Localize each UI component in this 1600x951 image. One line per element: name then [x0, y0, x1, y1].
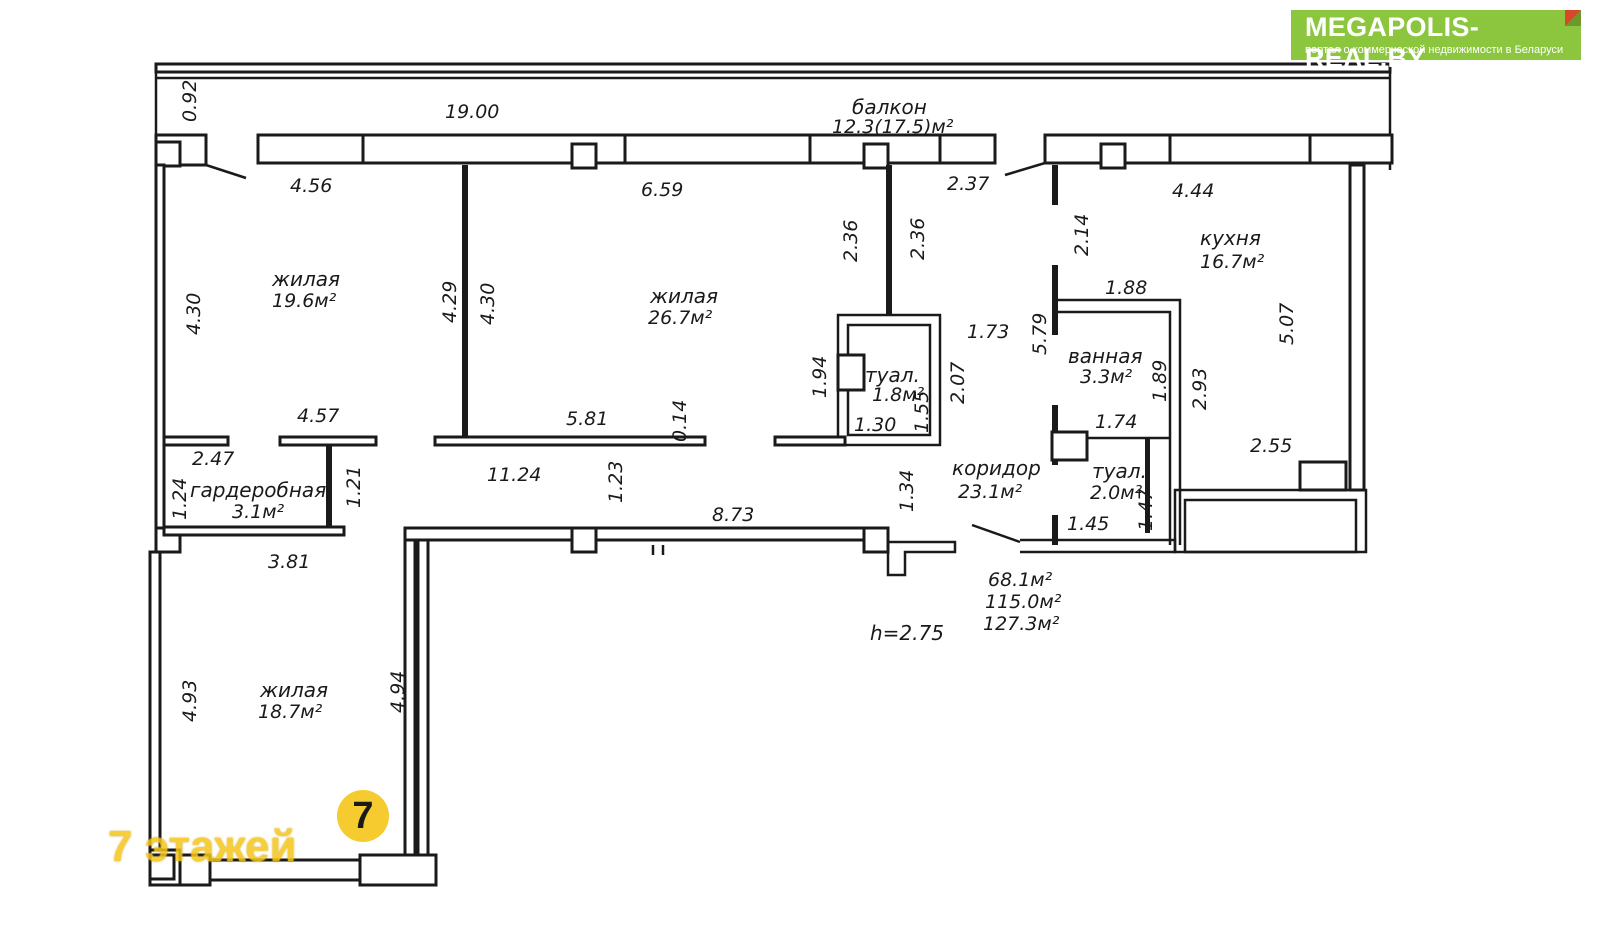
living2-name: жилая	[649, 284, 718, 308]
dim-1-47: 1.47	[1135, 489, 1157, 531]
corner-fold-icon	[1565, 10, 1581, 26]
dim-4-30-a: 4.30	[183, 293, 205, 335]
dim-1-34: 1.34	[896, 470, 918, 512]
dim-1-23: 1.23	[605, 461, 627, 503]
dim-2-07: 2.07	[947, 362, 969, 404]
dim-1-45: 1.45	[1067, 513, 1109, 535]
dim-4-30-b: 4.30	[477, 283, 499, 325]
room-labels: балкон 12.3(17.5)м² жилая 19.6м² жилая 2…	[190, 95, 1265, 723]
dim-2-37: 2.37	[947, 173, 989, 195]
brand-name: MEGAPOLIS-REAL.BY	[1305, 12, 1480, 73]
totals: 68.1м² 115.0м² 127.3м² h=2.75	[870, 569, 1062, 645]
dimensions: 0.92 19.00 4.56 6.59 2.37 4.44 2.36 2.36…	[169, 80, 1298, 722]
wardrobe-name: гардеробная	[190, 478, 326, 502]
ceiling-height: h=2.75	[870, 621, 944, 645]
dim-5-81: 5.81	[566, 408, 608, 430]
dim-1-89: 1.89	[1149, 360, 1171, 402]
living2-area: 26.7м²	[648, 307, 713, 329]
dim-1-24: 1.24	[169, 478, 191, 520]
corridor-area: 23.1м²	[958, 481, 1023, 503]
dim-2-47: 2.47	[192, 448, 234, 470]
living1-name: жилая	[271, 267, 340, 291]
bathroom-name: ванная	[1068, 344, 1142, 368]
bathroom-area: 3.3м²	[1080, 366, 1133, 388]
balcony-area: 12.3(17.5)м²	[832, 116, 954, 138]
balcony-name: балкон	[852, 95, 927, 119]
watermark-badge-icon	[337, 790, 389, 842]
dim-4-44: 4.44	[1172, 180, 1214, 202]
dim-8-73: 8.73	[712, 504, 754, 526]
living3-name: жилая	[259, 678, 328, 702]
dim-1-94: 1.94	[809, 356, 831, 398]
kitchen-name: кухня	[1200, 226, 1261, 250]
dim-4-94: 4.94	[387, 671, 409, 713]
toilet2-name: туал.	[1092, 459, 1147, 483]
dim-5-07: 5.07	[1276, 303, 1298, 345]
living3-area: 18.7м²	[258, 701, 323, 723]
dim-1-74: 1.74	[1095, 411, 1137, 433]
dim-4-56: 4.56	[290, 175, 332, 197]
dim-5-79: 5.79	[1029, 313, 1051, 355]
dim-0-92: 0.92	[179, 80, 201, 122]
dim-11-24: 11.24	[487, 464, 541, 486]
dim-1-73: 1.73	[967, 321, 1009, 343]
total-living-area: 68.1м²	[988, 569, 1053, 591]
dim-1-55: 1.55	[911, 391, 933, 433]
dim-4-57: 4.57	[297, 405, 339, 427]
corridor-name: коридор	[952, 456, 1041, 480]
dim-2-93: 2.93	[1189, 368, 1211, 410]
dim-1-30: 1.30	[854, 414, 896, 436]
dim-4-93: 4.93	[179, 680, 201, 722]
dim-2-55: 2.55	[1250, 435, 1292, 457]
dim-1-88: 1.88	[1105, 277, 1147, 299]
dim-2-36-b: 2.36	[907, 218, 929, 260]
watermark-badge-number: 7	[352, 795, 374, 837]
dim-3-81: 3.81	[268, 551, 310, 573]
total-area-with-balcony: 127.3м²	[983, 613, 1060, 635]
toilet1-name: туал.	[865, 363, 920, 387]
total-area: 115.0м²	[985, 591, 1062, 613]
watermark-text: 7 этажей	[108, 822, 297, 871]
dim-6-59: 6.59	[641, 179, 683, 201]
kitchen-area: 16.7м²	[1200, 251, 1265, 273]
dim-4-29: 4.29	[439, 281, 461, 323]
dim-19-00: 19.00	[445, 101, 499, 123]
dim-2-36-a: 2.36	[840, 220, 862, 262]
toilet1-area: 1.8м²	[872, 384, 925, 406]
living1-area: 19.6м²	[272, 290, 337, 312]
brand-tagline: портал о коммерческой недвижимости в Бел…	[1305, 44, 1564, 56]
brand-badge[interactable]: MEGAPOLIS-REAL.BY портал о коммерческой …	[1291, 10, 1581, 73]
toilet2-area: 2.0м²	[1090, 482, 1143, 504]
walls	[148, 62, 1394, 887]
dim-1-21: 1.21	[343, 466, 365, 508]
dim-0-14: 0.14	[669, 400, 691, 442]
wardrobe-area: 3.1м²	[232, 501, 285, 523]
dim-2-14: 2.14	[1071, 214, 1093, 256]
